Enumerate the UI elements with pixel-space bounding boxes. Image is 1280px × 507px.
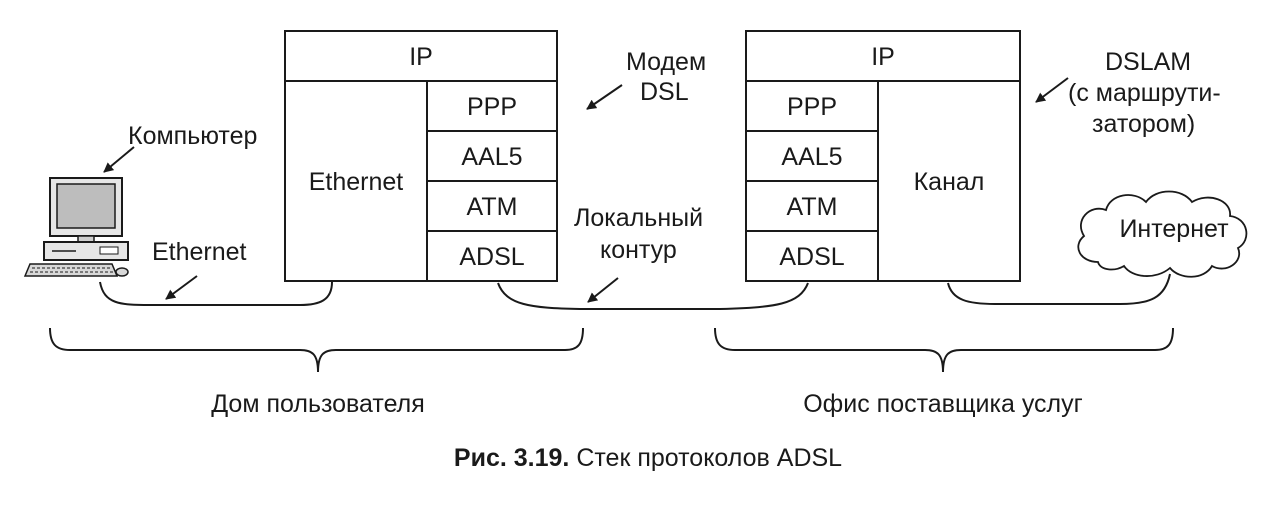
modem-ip-cell <box>284 30 558 82</box>
dslam-adsl-label: ADSL <box>779 243 844 271</box>
figure-caption-number: Рис. 3.19. <box>454 444 569 472</box>
computer-label: Компьютер <box>128 122 257 150</box>
dslam-aal5-cell <box>745 130 879 182</box>
customer-home-label: Дом пользователя <box>211 390 425 418</box>
dslam-stack: IP PPP AAL5 ATM ADSL Канал <box>745 30 1021 282</box>
dslam-atm-label: ATM <box>787 193 838 221</box>
isp-office-label: Офис поставщика услуг <box>803 390 1083 418</box>
dslam-adsl-cell <box>745 230 879 282</box>
modem-label-line2: DSL <box>640 78 689 106</box>
modem-adsl-label: ADSL <box>459 243 524 271</box>
local-loop-label-line2: контур <box>600 236 677 264</box>
modem-pointer-arrow <box>586 84 623 110</box>
dslam-aal5-label: AAL5 <box>781 143 842 171</box>
ethernet-label: Ethernet <box>152 238 247 266</box>
internet-label: Интернет <box>1119 215 1229 243</box>
dslam-ip-label: IP <box>871 43 895 71</box>
local-loop-pointer-arrow <box>587 277 619 303</box>
dslam-ppp-label: PPP <box>787 93 837 121</box>
modem-aal5-cell <box>426 130 558 182</box>
isp-office-brace <box>714 327 1174 373</box>
modem-aal5-label: AAL5 <box>461 143 522 171</box>
ethernet-pointer-arrow <box>165 275 198 300</box>
figure-caption-spacer <box>569 444 576 472</box>
dslam-label-line2: (с маршрути- <box>1068 79 1221 107</box>
dslam-label-line1: DSLAM <box>1105 48 1191 76</box>
internet-link-cable <box>947 273 1171 305</box>
modem-ethernet-label: Ethernet <box>309 168 404 196</box>
modem-atm-label: ATM <box>467 193 518 221</box>
modem-ppp-label: PPP <box>467 93 517 121</box>
customer-home-brace <box>49 327 584 373</box>
local-loop-label-line1: Локальный <box>574 204 703 232</box>
modem-adsl-cell <box>426 230 558 282</box>
figure-caption: Рис. 3.19. Стек протоколов ADSL <box>454 444 842 472</box>
local-loop-cable <box>497 282 809 310</box>
modem-label-line1: Модем <box>626 48 706 76</box>
modem-ethernet-cell <box>284 80 428 282</box>
dslam-link-label: Канал <box>914 168 985 196</box>
internet-cloud-icon: Интернет <box>1077 190 1248 278</box>
dslam-label-line3: затором) <box>1092 110 1195 138</box>
computer-icon <box>23 177 129 277</box>
dslam-ip-cell <box>745 30 1021 82</box>
dslam-pointer-arrow <box>1035 77 1069 103</box>
ethernet-cable <box>99 281 333 306</box>
modem-atm-cell <box>426 180 558 232</box>
computer-pointer-arrow <box>103 146 135 173</box>
modem-dsl-stack: IP Ethernet PPP AAL5 ATM ADSL <box>284 30 558 282</box>
modem-ppp-cell <box>426 80 558 132</box>
figure-caption-title: Стек протоколов ADSL <box>576 444 842 472</box>
dslam-link-cell <box>877 80 1021 282</box>
modem-ip-label: IP <box>409 43 433 71</box>
